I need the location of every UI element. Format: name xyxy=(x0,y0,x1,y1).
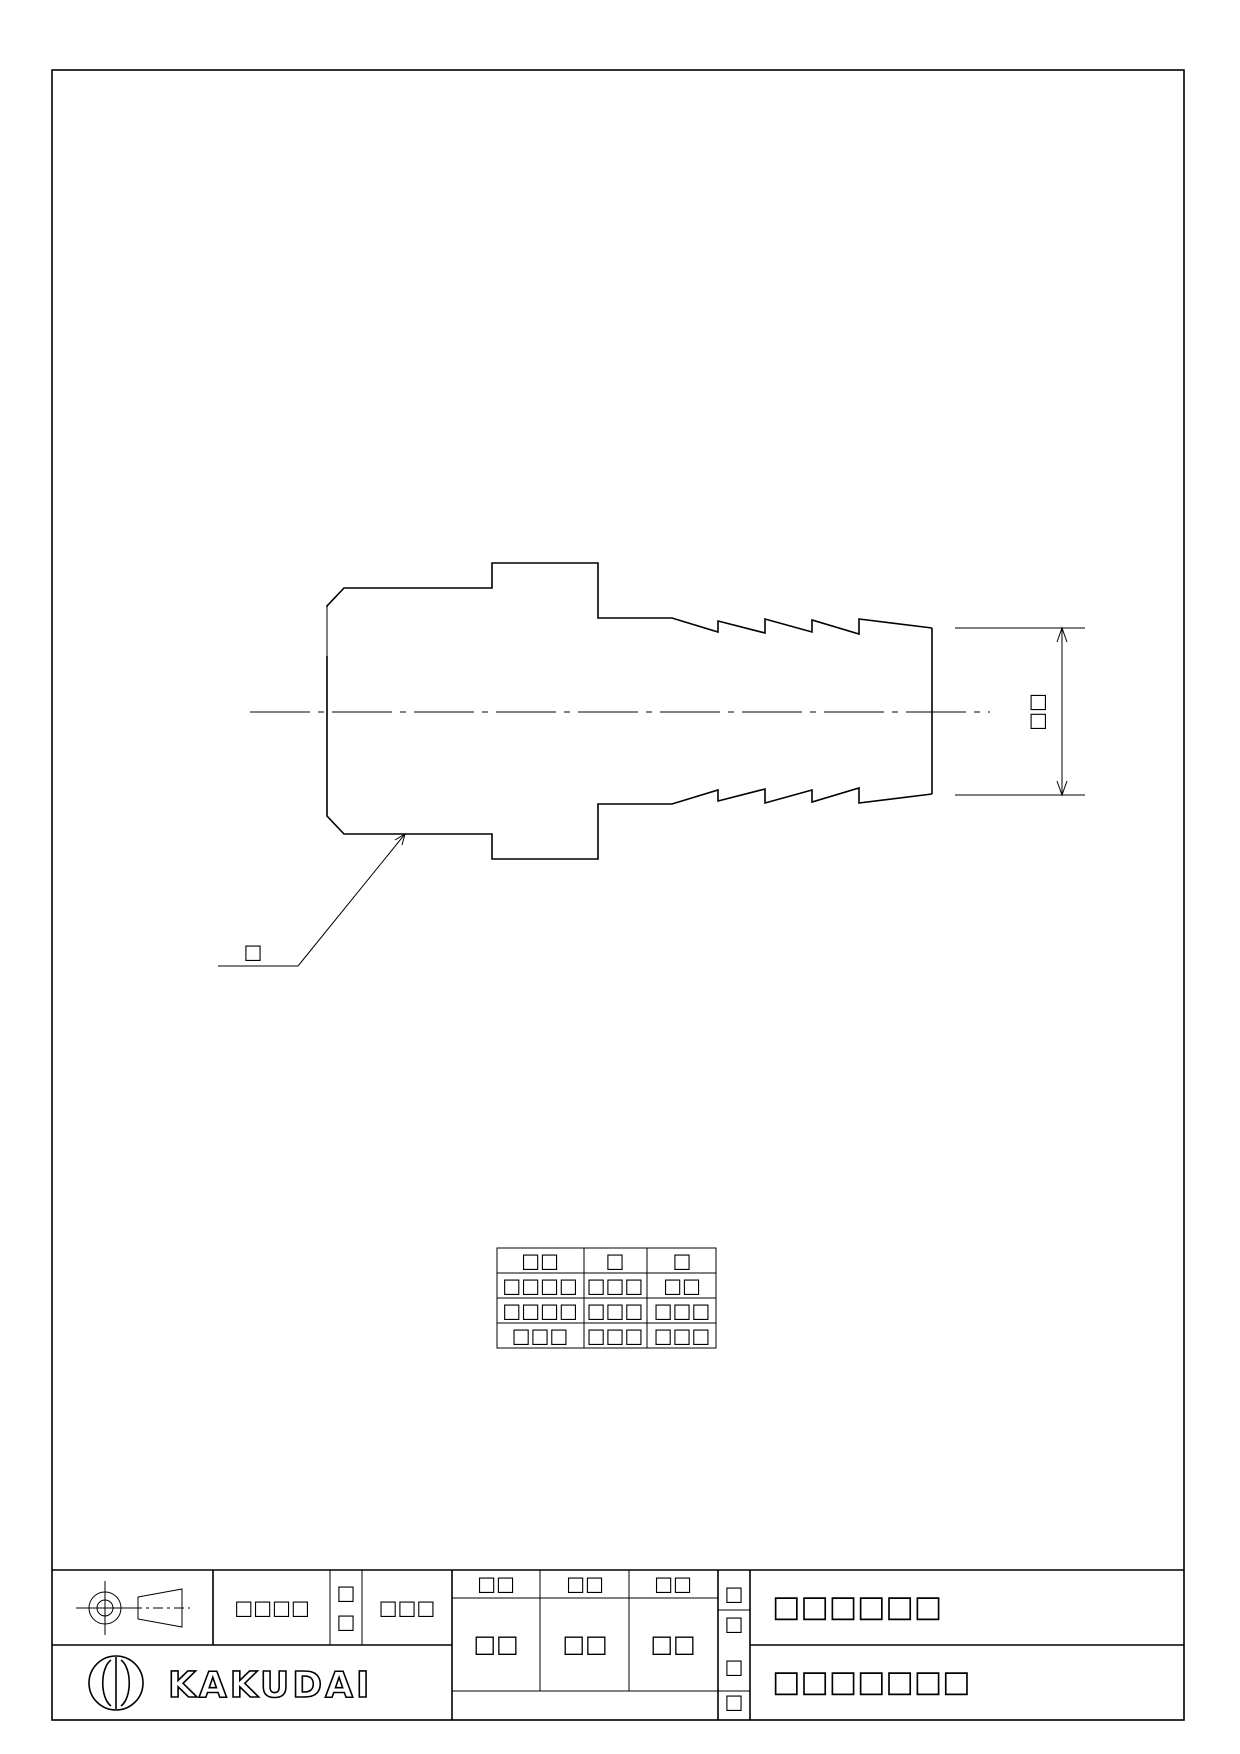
unit-cell-bottom: □ xyxy=(337,1610,356,1634)
unit-value: □□□ xyxy=(379,1596,436,1620)
spec-header-2: □ xyxy=(606,1249,625,1273)
product-name: □□□□□□ xyxy=(772,1590,942,1625)
spec-header-1: □□ xyxy=(521,1249,559,1273)
side-mark: □ xyxy=(725,1690,744,1714)
side-mark: □ xyxy=(725,1655,744,1679)
sign-header-2: □□ xyxy=(566,1572,604,1596)
spec-cell: □□□ xyxy=(587,1324,644,1348)
spec-cell: □□□ xyxy=(587,1299,644,1323)
spec-cell: □□ xyxy=(663,1274,701,1298)
spec-cell: □□□□ xyxy=(502,1299,578,1323)
hose-diameter-dimension xyxy=(955,626,1085,797)
spec-cell: □□□ xyxy=(587,1274,644,1298)
side-mark: □ xyxy=(725,1582,744,1606)
unit-cell-top: □ xyxy=(337,1581,356,1605)
spec-cell: □□□□ xyxy=(502,1274,578,1298)
material-leader xyxy=(218,832,406,967)
side-mark: □ xyxy=(725,1612,744,1636)
third-angle-projection-icon xyxy=(76,1581,190,1635)
spec-table xyxy=(496,1247,717,1349)
drawing-number: □□□□□□□ xyxy=(772,1665,970,1700)
spec-header-3: □ xyxy=(673,1249,692,1273)
sheet-frame xyxy=(51,69,1185,1721)
sign-header-1: □□ xyxy=(477,1572,515,1596)
spec-cell: □□□ xyxy=(654,1299,711,1323)
spec-cell: □□□ xyxy=(512,1324,569,1348)
hose-diameter-label: □□ xyxy=(1025,693,1049,731)
sign-header-3: □□ xyxy=(654,1572,692,1596)
sign-value-1: □□ xyxy=(473,1630,518,1658)
sign-value-3: □□ xyxy=(650,1630,695,1658)
title-block xyxy=(52,1569,1184,1720)
sign-value-2: □□ xyxy=(562,1630,607,1658)
scale-cell: □□□□ xyxy=(234,1596,310,1620)
material-callout-label: □ xyxy=(244,940,263,964)
spec-cell: □□□ xyxy=(654,1324,711,1348)
kakudai-logo-icon xyxy=(88,1655,144,1711)
part-outline xyxy=(326,562,933,860)
brand-wordmark: KAKUDAI xyxy=(168,1665,372,1706)
